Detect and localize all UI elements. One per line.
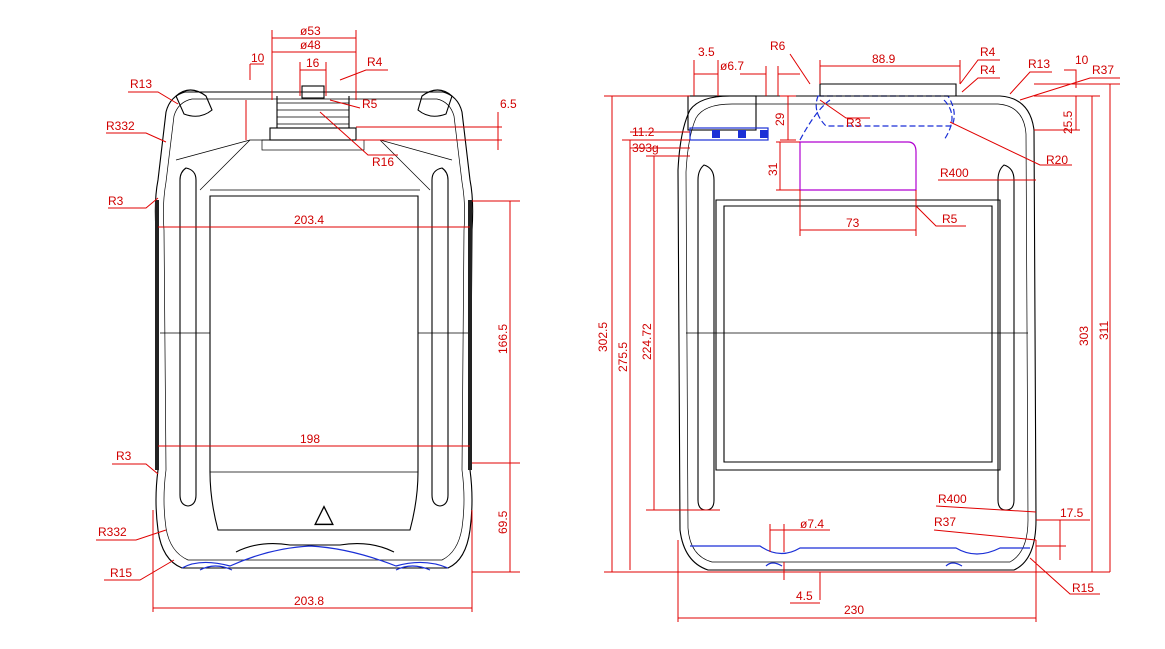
dim-r4-b: R4 — [980, 63, 996, 77]
dim-r5: R5 — [942, 212, 958, 226]
dim-r6: R6 — [770, 39, 786, 53]
dim-width-198: 198 — [300, 432, 320, 446]
dim-width-203-8: 203.8 — [294, 594, 324, 608]
dim-17-5: 17.5 — [1060, 506, 1084, 520]
dim-r15: R15 — [1072, 581, 1094, 595]
dim-r5: R5 — [362, 97, 378, 111]
dim-height-69-5: 69.5 — [496, 510, 510, 534]
dim-r37-top: R37 — [1092, 63, 1114, 77]
dim-r332-bottom: R332 — [98, 525, 127, 539]
dim-width-88-9: 88.9 — [872, 52, 896, 66]
dim-height-166-5: 166.5 — [496, 324, 510, 354]
dim-r13: R13 — [130, 77, 152, 91]
front-dimensions — [96, 30, 520, 612]
dim-width-203-4: 203.4 — [294, 213, 324, 227]
side-view: 3.5 ø6.7 R6 88.9 R4 R4 R13 10 R37 25.5 2… — [596, 39, 1120, 622]
dim-width-230: 230 — [844, 603, 864, 617]
side-dimensions — [604, 53, 1120, 622]
dim-r4: R4 — [367, 55, 383, 69]
dim-3-5: 3.5 — [698, 45, 715, 59]
dim-height-311: 311 — [1097, 321, 1111, 340]
dim-16: 16 — [306, 56, 320, 70]
dim-r3: R3 — [846, 116, 862, 130]
dim-r37-bottom: R37 — [934, 515, 956, 529]
dim-r16: R16 — [372, 155, 394, 169]
dim-r20: R20 — [1046, 153, 1068, 167]
dim-r3-bottom: R3 — [116, 449, 132, 463]
handle-opening — [799, 141, 917, 191]
dim-height-303: 303 — [1077, 326, 1091, 346]
dim-r15: R15 — [110, 566, 132, 580]
dim-diameter-53: ø53 — [300, 24, 321, 38]
dim-diameter-48: ø48 — [300, 38, 321, 52]
dim-r3-top: R3 — [108, 194, 124, 208]
recycle-triangle-icon: △ — [314, 499, 334, 529]
dim-r13: R13 — [1028, 57, 1050, 71]
front-view: △ ø53 ø48 16 10 R4 R5 R16 — [96, 24, 520, 612]
dim-height-302-5: 302.5 — [596, 322, 610, 352]
dim-r332-top: R332 — [106, 119, 135, 133]
dim-height-25-5: 25.5 — [1061, 110, 1075, 134]
dim-29: 29 — [773, 112, 787, 126]
dim-31: 31 — [766, 162, 780, 176]
dim-height-224-72: 224.72 — [640, 323, 654, 360]
dim-r400-bottom: R400 — [938, 492, 967, 506]
weight-label: 393g — [632, 141, 659, 155]
dim-diameter-7-4: ø7.4 — [800, 517, 824, 531]
dim-r4-a: R4 — [980, 45, 996, 59]
dim-width-73: 73 — [846, 216, 860, 230]
dim-4-5: 4.5 — [796, 589, 813, 603]
dim-10: 10 — [1075, 53, 1089, 67]
dim-10: 10 — [251, 51, 265, 65]
dim-height-275-5: 275.5 — [616, 342, 630, 372]
dim-11-2: 11.2 — [632, 125, 655, 139]
dim-r400-top: R400 — [940, 166, 969, 180]
front-body-outline — [154, 91, 474, 569]
dim-diameter-6-7: ø6.7 — [720, 59, 744, 73]
dim-6-5: 6.5 — [500, 97, 517, 111]
